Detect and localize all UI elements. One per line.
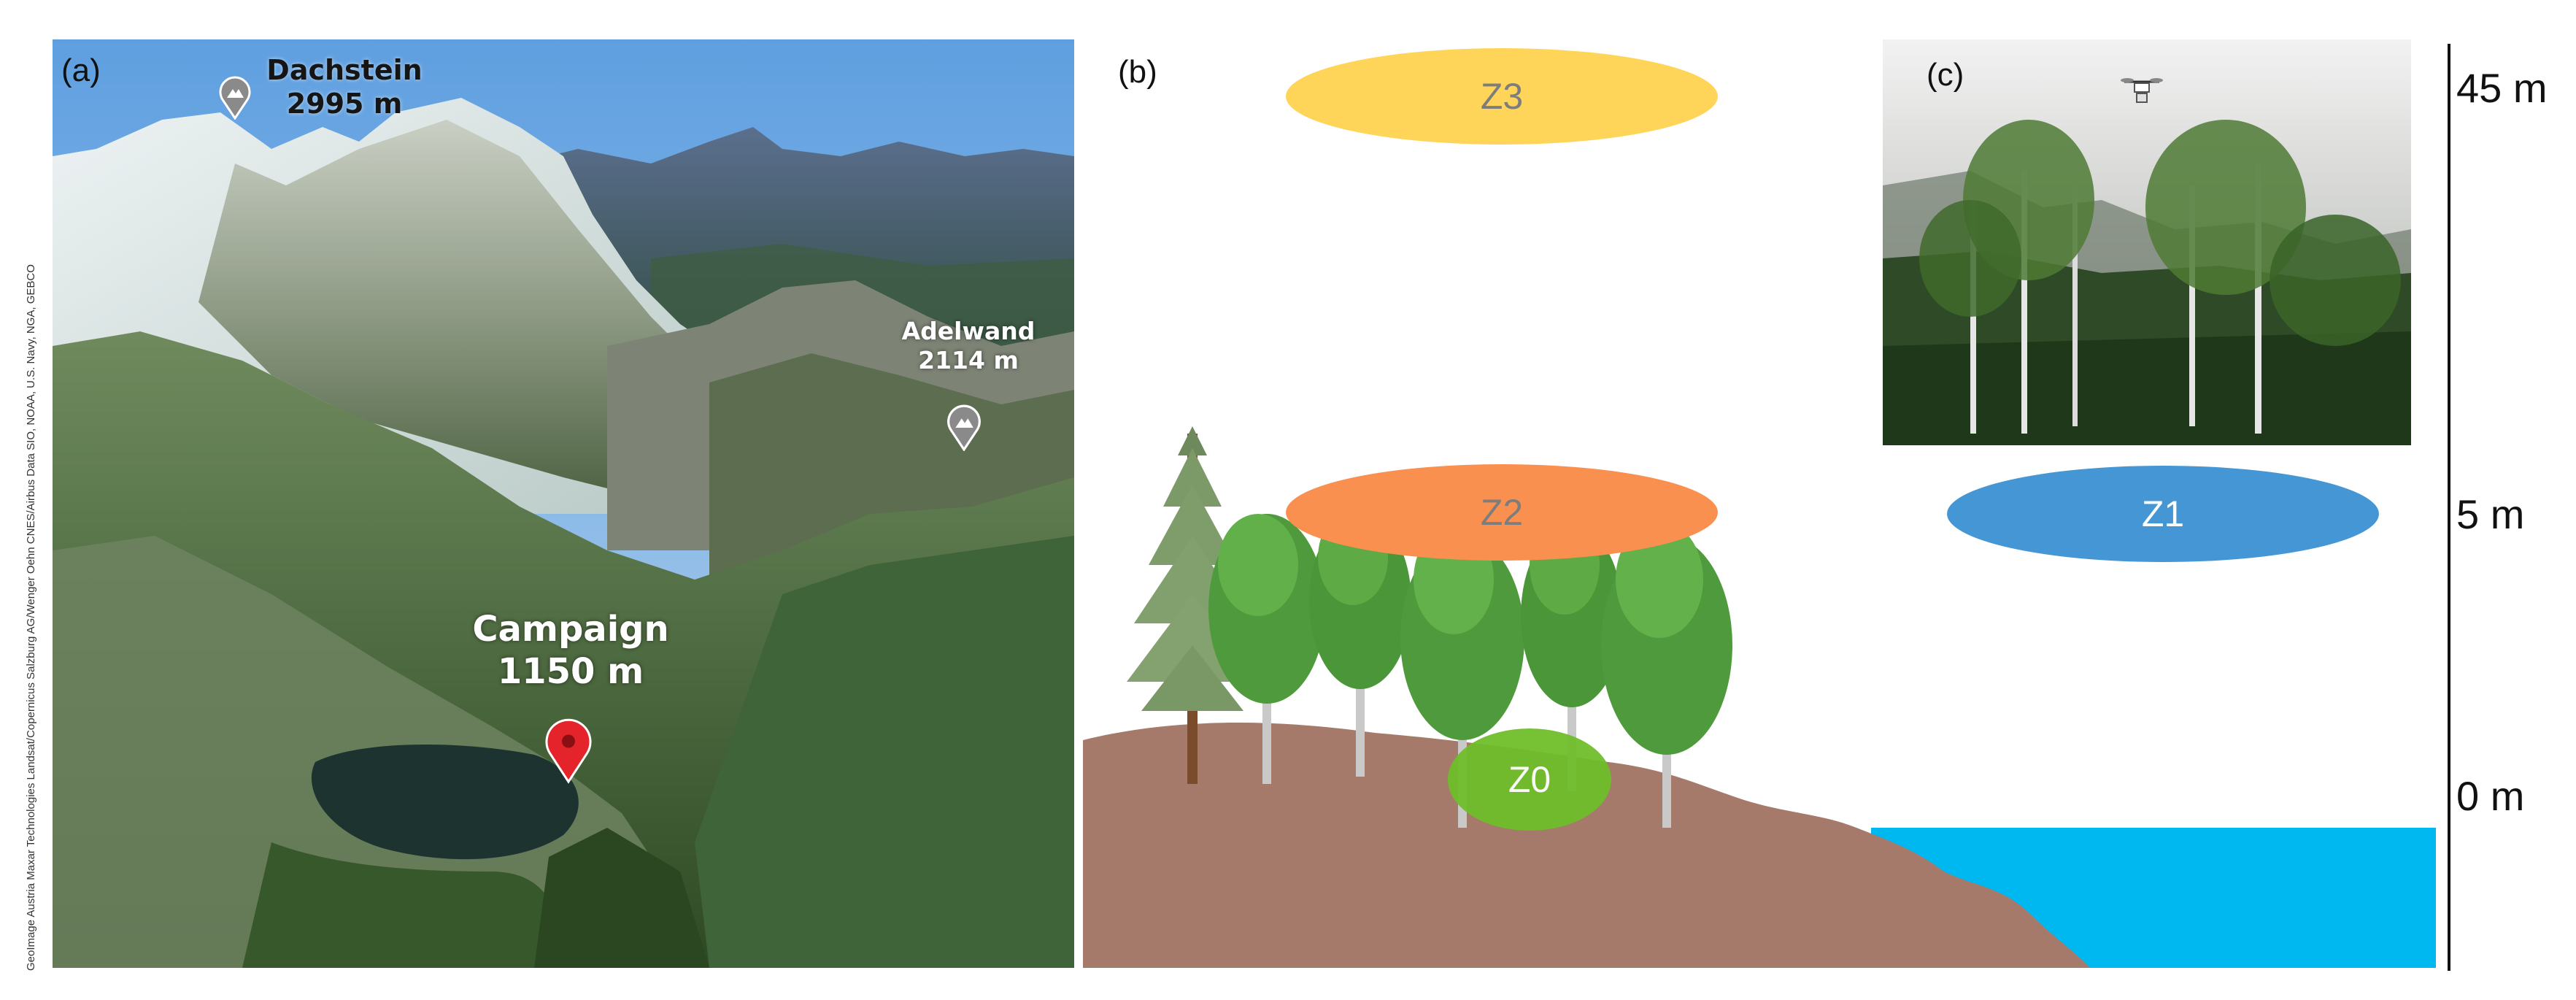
peak-elevation: 2114 m — [918, 345, 1019, 374]
peak-elevation: 2995 m — [286, 87, 403, 120]
zone-label: Z1 — [2141, 493, 2185, 534]
panel-c-photo: (c) — [1883, 39, 2411, 445]
panel-a-label: (a) — [61, 53, 101, 88]
site-label-campaign: Campaign 1150 m — [461, 609, 680, 693]
site-name: Campaign — [472, 609, 669, 650]
drone-icon — [2121, 78, 2163, 103]
mountain-map-image — [53, 39, 1074, 968]
panel-b-schematic: (b) — [1083, 39, 2436, 968]
forest-photo-image — [1883, 39, 2411, 445]
panel-c-label: (c) — [1927, 57, 1964, 93]
height-scale-bar — [2448, 44, 2450, 971]
panel-a-map: (a) Dachstein 2995 m Adelwand 2114 m Cam… — [53, 39, 1074, 968]
peak-pin-icon — [947, 404, 981, 451]
zone-z3: Z3 — [1286, 48, 1718, 145]
peak-label-dachstein: Dachstein 2995 m — [250, 54, 439, 120]
scale-tick-5m: 5 m — [2456, 491, 2525, 537]
zone-label: Z2 — [1480, 492, 1524, 533]
schematic-drawing — [1083, 426, 2436, 968]
spruce-tree — [1127, 426, 1258, 784]
peak-name: Adelwand — [901, 317, 1036, 345]
peak-label-adelwand: Adelwand 2114 m — [884, 317, 1052, 374]
scale-tick-0m: 0 m — [2456, 773, 2525, 819]
map-credit: GeoImage Austria Maxar Technologies Land… — [25, 264, 37, 971]
panel-b-label: (b) — [1118, 54, 1157, 90]
birch-tree — [1208, 514, 1325, 784]
location-pin-icon — [545, 718, 592, 784]
scale-tick-45m: 45 m — [2456, 65, 2548, 111]
peak-pin-icon — [219, 76, 251, 120]
peak-name: Dachstein — [266, 54, 423, 86]
zone-z0: Z0 — [1448, 728, 1611, 831]
site-elevation: 1150 m — [497, 650, 644, 692]
ground-hill — [1083, 723, 2090, 968]
birch-tree — [1601, 521, 1732, 828]
zone-z1: Z1 — [1947, 466, 2379, 562]
zone-z2: Z2 — [1286, 464, 1718, 561]
zone-label: Z3 — [1480, 76, 1524, 117]
zone-label: Z0 — [1508, 759, 1551, 800]
